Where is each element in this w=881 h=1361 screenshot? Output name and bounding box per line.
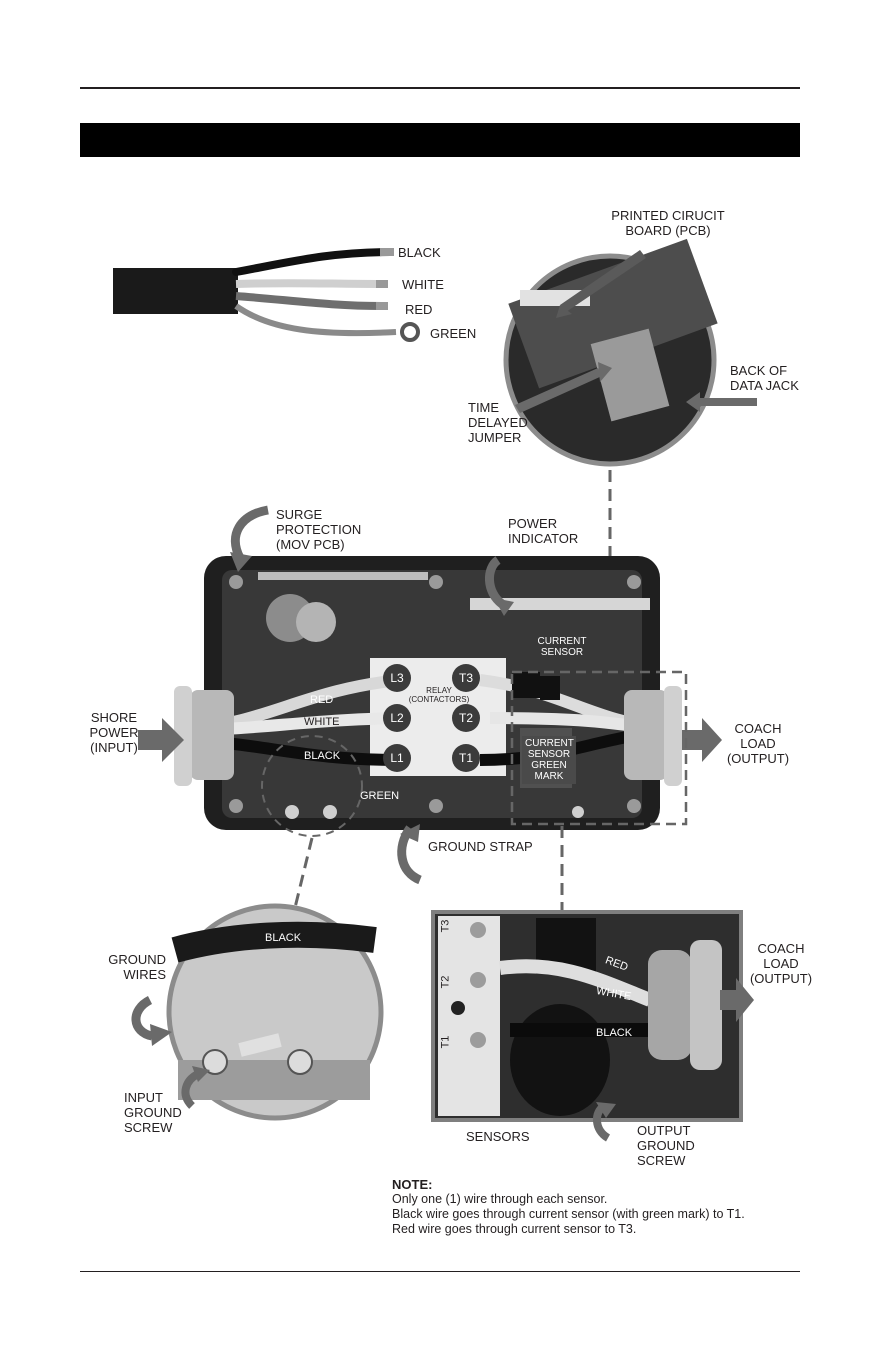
terminal-l3: L3: [383, 664, 411, 692]
sensors-label: SENSORS: [466, 1129, 530, 1144]
coach-load-arrow: [682, 718, 722, 762]
terminal-t2: T2: [452, 704, 480, 732]
main-wire-black: BLACK: [304, 750, 340, 762]
pcb-inset: [506, 239, 757, 464]
terminal-t3: T3: [452, 664, 480, 692]
terminal-l2: L2: [383, 704, 411, 732]
ground-inset-black: BLACK: [265, 932, 301, 944]
main-wire-red: RED: [310, 694, 333, 706]
terminal-l1: L1: [383, 744, 411, 772]
note-line-2: Black wire goes through current sensor (…: [392, 1207, 745, 1222]
cable-illustration: [113, 248, 418, 340]
note-line-3: Red wire goes through current sensor to …: [392, 1222, 745, 1237]
cable-label-black: BLACK: [398, 245, 441, 260]
cable-label-red: RED: [405, 302, 432, 317]
sensor-inset-t2: T2: [439, 976, 451, 989]
terminal-t1: T1: [452, 744, 480, 772]
note-heading: NOTE:: [392, 1177, 745, 1192]
note-line-1: Only one (1) wire through each sensor.: [392, 1192, 745, 1207]
sensor-inset-t1: T1: [439, 1036, 451, 1049]
sensor-inset: [433, 912, 741, 1120]
main-wire-green: GREEN: [360, 790, 399, 802]
sensor-inset-black: BLACK: [596, 1027, 632, 1039]
sensor-inset-t3: T3: [439, 920, 451, 933]
cable-label-white: WHITE: [402, 277, 444, 292]
ground-strap-label: GROUND STRAP: [428, 839, 533, 854]
cable-label-green: GREEN: [430, 326, 476, 341]
note-block: NOTE: Only one (1) wire through each sen…: [392, 1177, 745, 1237]
main-wire-white: WHITE: [304, 716, 339, 728]
